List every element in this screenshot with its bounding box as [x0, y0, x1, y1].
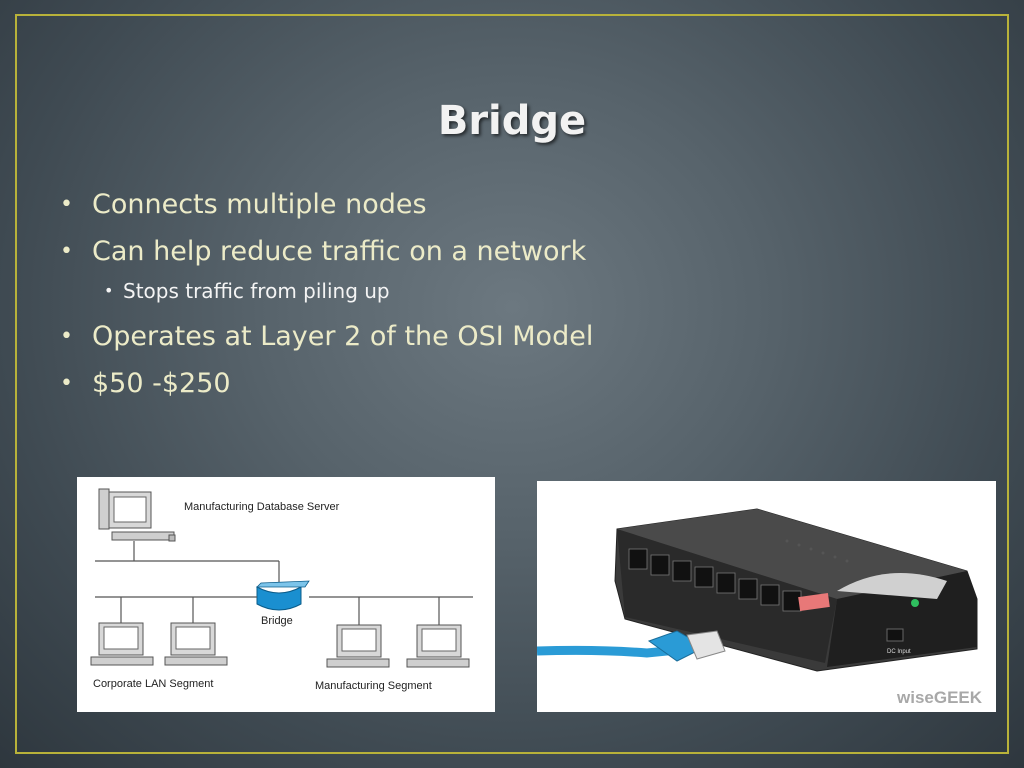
bullet-item: Connects multiple nodes — [60, 188, 593, 222]
bullet-item: $50 -$250 — [60, 367, 593, 401]
network-diagram: Manufacturing Database Server Bridge — [77, 477, 495, 712]
ethernet-cable-image — [536, 630, 726, 662]
bridge-device-photo: DC Input wiseGEEK — [536, 481, 996, 712]
bullet-item: Can help reduce traffic on a network — [60, 235, 593, 269]
switch-device-image: DC Input — [614, 508, 978, 672]
slide-title: Bridge — [437, 98, 587, 144]
workstation-icon — [90, 622, 154, 666]
server-computer-icon — [98, 488, 176, 542]
workstation-icon — [326, 624, 390, 668]
bullet-list: Connects multiple nodes Can help reduce … — [60, 188, 593, 414]
dc-input-label: DC Input — [887, 649, 911, 655]
workstation-icon — [406, 624, 470, 668]
server-label: Manufacturing Database Server — [184, 501, 340, 513]
left-segment-label: Corporate LAN Segment — [93, 678, 213, 690]
bridge-label: Bridge — [261, 615, 293, 627]
sub-bullet-item: Stops traffic from piling up — [104, 278, 593, 304]
watermark: wiseGEEK — [896, 688, 983, 707]
slide-frame — [15, 14, 1009, 754]
bridge-icon — [256, 580, 310, 611]
bullet-item: Operates at Layer 2 of the OSI Model — [60, 320, 593, 354]
right-segment-label: Manufacturing Segment — [315, 680, 432, 692]
workstation-icon — [164, 622, 228, 666]
